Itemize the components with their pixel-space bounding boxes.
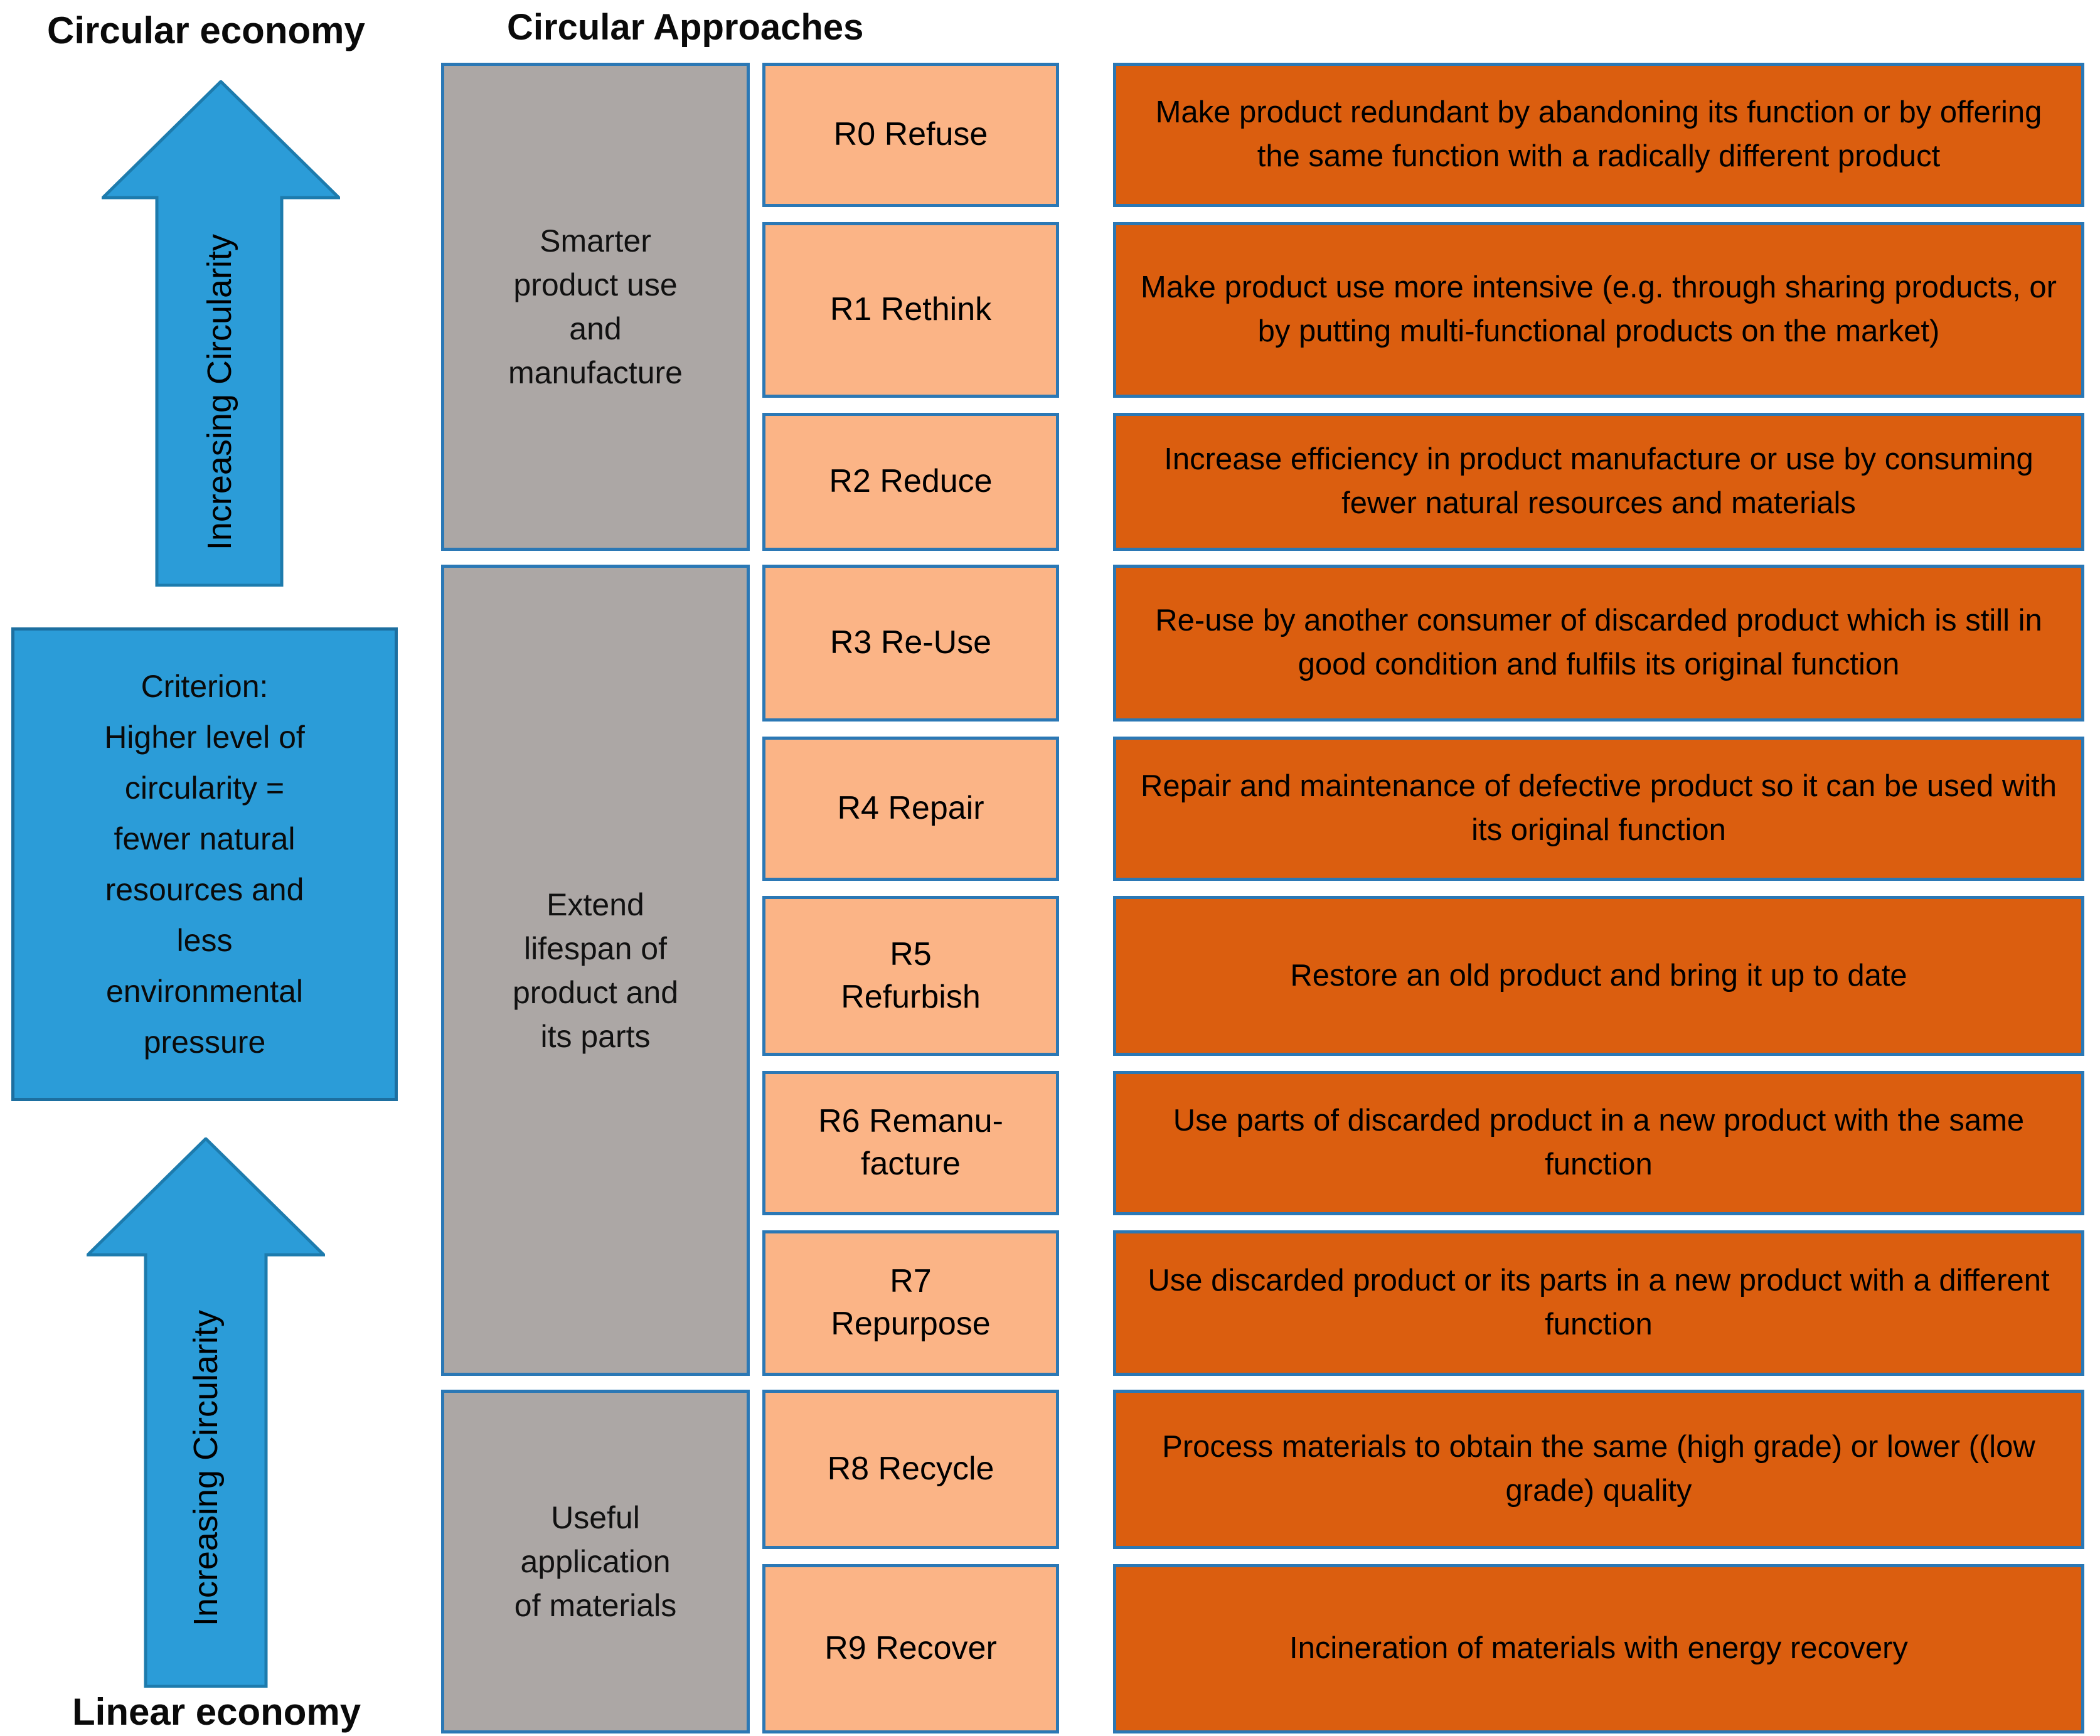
top-arrow-label-wrap: Increasing Circularity (157, 204, 282, 580)
r0-label: R0 Refuse (762, 63, 1059, 207)
table-row-r4: R4 Repair Repair and maintenance of defe… (762, 737, 2084, 881)
group-label-smarter: Smarter product use and manufacture (441, 63, 750, 551)
group-label-useful: Useful application of materials (441, 1390, 750, 1733)
up-arrow-bottom-icon (87, 1137, 325, 1688)
r7-description: Use discarded product or its parts in a … (1113, 1230, 2084, 1376)
approaches-table: Smarter product use and manufacture R0 R… (441, 63, 2084, 1733)
table-row-r9: R9 Recover Incineration of materials wit… (762, 1564, 2084, 1733)
group-smarter-product-use: Smarter product use and manufacture R0 R… (441, 63, 2084, 551)
r3-description: Re-use by another consumer of discarded … (1113, 565, 2084, 722)
r5-description: Restore an old product and bring it up t… (1113, 896, 2084, 1056)
table-row-r0: R0 Refuse Make product redundant by aban… (762, 63, 2084, 207)
group-rows: R8 Recycle Process materials to obtain t… (762, 1390, 2084, 1733)
r2-label: R2 Reduce (762, 413, 1059, 551)
r8-description: Process materials to obtain the same (hi… (1113, 1390, 2084, 1549)
r9-description: Incineration of materials with energy re… (1113, 1564, 2084, 1733)
r4-label: R4 Repair (762, 737, 1059, 881)
table-row-r3: R3 Re-Use Re-use by another consumer of … (762, 565, 2084, 722)
group-extend-lifespan: Extend lifespan of product and its parts… (441, 565, 2084, 1376)
group-label-extend: Extend lifespan of product and its parts (441, 565, 750, 1376)
group-rows: R3 Re-Use Re-use by another consumer of … (762, 565, 2084, 1376)
increasing-circularity-label-top: Increasing Circularity (201, 233, 238, 551)
increasing-circularity-label-bottom: Increasing Circularity (187, 1309, 225, 1627)
linear-economy-title: Linear economy (72, 1691, 361, 1733)
r6-label: R6 Remanu- facture (762, 1071, 1059, 1215)
bottom-arrow-label-wrap: Increasing Circularity (146, 1261, 266, 1675)
group-useful-application: Useful application of materials R8 Recyc… (441, 1390, 2084, 1733)
r3-label: R3 Re-Use (762, 565, 1059, 722)
r6-description: Use parts of discarded product in a new … (1113, 1071, 2084, 1215)
group-rows: R0 Refuse Make product redundant by aban… (762, 63, 2084, 551)
r0-description: Make product redundant by abandoning its… (1113, 63, 2084, 207)
r2-description: Increase efficiency in product manufactu… (1113, 413, 2084, 551)
r9-label: R9 Recover (762, 1564, 1059, 1733)
r1-description: Make product use more intensive (e.g. th… (1113, 222, 2084, 398)
table-row-r2: R2 Reduce Increase efficiency in product… (762, 413, 2084, 551)
table-row-r5: R5 Refurbish Restore an old product and … (762, 896, 2084, 1056)
r1-label: R1 Rethink (762, 222, 1059, 398)
r5-label: R5 Refurbish (762, 896, 1059, 1056)
r4-description: Repair and maintenance of defective prod… (1113, 737, 2084, 881)
r8-label: R8 Recycle (762, 1390, 1059, 1549)
up-arrow-top-icon (102, 80, 340, 587)
table-row-r8: R8 Recycle Process materials to obtain t… (762, 1390, 2084, 1549)
table-row-r7: R7 Repurpose Use discarded product or it… (762, 1230, 2084, 1376)
table-row-r6: R6 Remanu- facture Use parts of discarde… (762, 1071, 2084, 1215)
table-row-r1: R1 Rethink Make product use more intensi… (762, 222, 2084, 398)
r7-label: R7 Repurpose (762, 1230, 1059, 1376)
circular-approaches-title: Circular Approaches (507, 7, 864, 48)
circular-economy-title: Circular economy (47, 9, 365, 51)
criterion-box: Criterion: Higher level of circularity =… (11, 627, 398, 1101)
